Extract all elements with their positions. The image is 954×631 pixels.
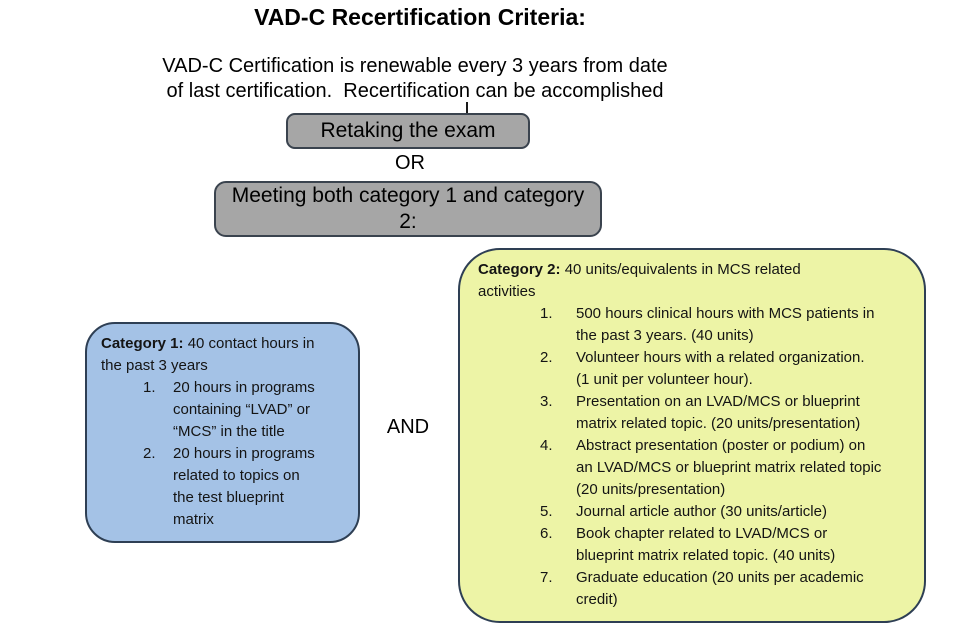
list-item: 5. Journal article author (30 units/arti… bbox=[540, 501, 900, 523]
item-text: Abstract presentation (poster or podium)… bbox=[576, 437, 882, 498]
retake-exam-label: Retaking the exam bbox=[320, 119, 496, 142]
item-text: 20 hours in programs related to topics o… bbox=[173, 445, 315, 528]
item-text: 500 hours clinical hours with MCS patien… bbox=[576, 305, 875, 344]
obscured-text-fragment bbox=[466, 102, 468, 115]
item-number: 6. bbox=[540, 525, 553, 542]
category2-heading-text: 40 units/equivalents in MCS related acti… bbox=[478, 261, 801, 300]
list-item: 4. Abstract presentation (poster or podi… bbox=[540, 435, 900, 501]
list-item: 1. 20 hours in programs containing “LVAD… bbox=[143, 377, 321, 443]
category2-box: Category 2: 40 units/equivalents in MCS … bbox=[458, 248, 926, 623]
item-text: Graduate education (20 units per academi… bbox=[576, 569, 864, 608]
intro-line-1: VAD-C Certification is renewable every 3… bbox=[162, 55, 668, 77]
item-number: 1. bbox=[143, 379, 156, 396]
intro-text: VAD-C Certification is renewable every 3… bbox=[0, 54, 830, 104]
category2-list: 1. 500 hours clinical hours with MCS pat… bbox=[478, 303, 900, 611]
item-number: 1. bbox=[540, 305, 553, 322]
list-item: 7. Graduate education (20 units per acad… bbox=[540, 567, 900, 611]
item-number: 2. bbox=[143, 445, 156, 462]
item-number: 4. bbox=[540, 437, 553, 454]
category1-box: Category 1: 40 contact hours in the past… bbox=[85, 322, 360, 543]
list-item: 1. 500 hours clinical hours with MCS pat… bbox=[540, 303, 900, 347]
item-number: 3. bbox=[540, 393, 553, 410]
item-text: Journal article author (30 units/article… bbox=[576, 503, 827, 520]
list-item: 2. 20 hours in programs related to topic… bbox=[143, 443, 321, 531]
category1-heading: Category 1: 40 contact hours in the past… bbox=[101, 333, 321, 377]
item-text: Volunteer hours with a related organizat… bbox=[576, 349, 865, 388]
item-number: 2. bbox=[540, 349, 553, 366]
item-text: Book chapter related to LVAD/MCS or blue… bbox=[576, 525, 836, 564]
intro-line-2: of last certification. Recertification c… bbox=[166, 80, 664, 102]
category2-heading: Category 2: 40 units/equivalents in MCS … bbox=[478, 259, 830, 303]
list-item: 2. Volunteer hours with a related organi… bbox=[540, 347, 900, 391]
category1-content: Category 1: 40 contact hours in the past… bbox=[101, 333, 321, 531]
retake-exam-box: Retaking the exam bbox=[286, 113, 530, 149]
meeting-categories-box: Meeting both category 1 and category 2: bbox=[214, 181, 602, 237]
item-number: 5. bbox=[540, 503, 553, 520]
category1-heading-text: 40 contact hours in the past 3 years bbox=[101, 335, 315, 374]
item-number: 7. bbox=[540, 569, 553, 586]
list-item: 6. Book chapter related to LVAD/MCS or b… bbox=[540, 523, 900, 567]
category1-list: 1. 20 hours in programs containing “LVAD… bbox=[101, 377, 321, 531]
category1-heading-label: Category 1: bbox=[101, 335, 184, 352]
category2-heading-label: Category 2: bbox=[478, 261, 561, 278]
and-connector-label: AND bbox=[386, 416, 430, 438]
item-text: 20 hours in programs containing “LVAD” o… bbox=[173, 379, 315, 440]
meeting-categories-label: Meeting both category 1 and category 2: bbox=[231, 184, 585, 233]
or-connector-label: OR bbox=[395, 152, 425, 174]
item-text: Presentation on an LVAD/MCS or blueprint… bbox=[576, 393, 861, 432]
page-title: VAD-C Recertification Criteria: bbox=[254, 4, 586, 30]
list-item: 3. Presentation on an LVAD/MCS or bluepr… bbox=[540, 391, 900, 435]
